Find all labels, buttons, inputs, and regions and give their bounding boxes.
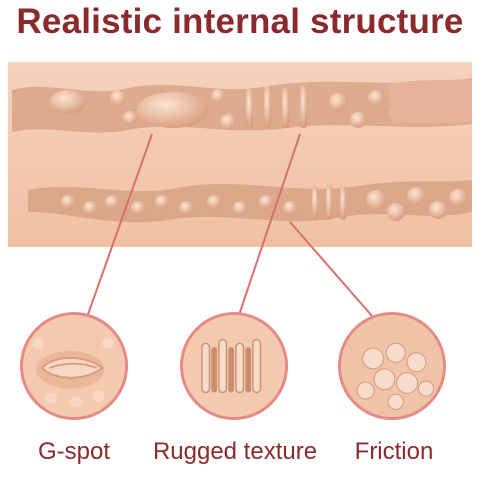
friction-detail-image	[338, 312, 446, 420]
gspot-detail-image	[20, 312, 128, 420]
cross-section-image	[8, 62, 472, 247]
friction-label: Friction	[354, 438, 434, 465]
rugged-texture-detail-image	[180, 312, 288, 420]
gspot-label: G-spot	[37, 438, 111, 465]
rugged-texture-label: Rugged texture	[152, 438, 318, 465]
page-title: Realistic internal structure	[16, 2, 464, 41]
